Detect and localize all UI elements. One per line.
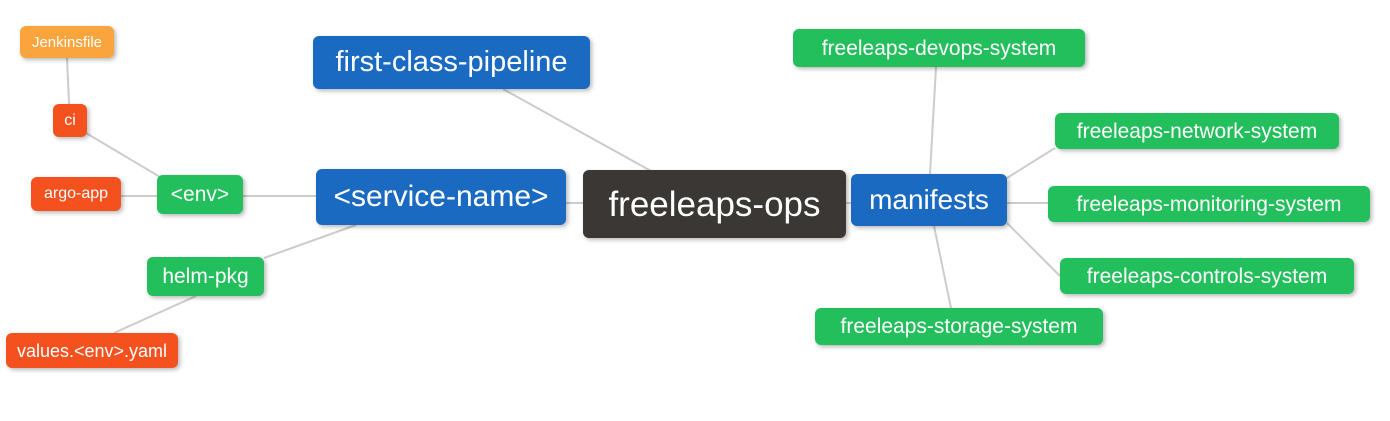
node-freeleaps-controls-system[interactable]: freeleaps-controls-system [1060, 258, 1354, 294]
node-jenkinsfile[interactable]: Jenkinsfile [20, 26, 114, 58]
node-env[interactable]: <env> [157, 175, 243, 214]
node-argo-app[interactable]: argo-app [31, 177, 121, 211]
node-ci[interactable]: ci [53, 104, 87, 137]
node-freeleaps-monitoring-system[interactable]: freeleaps-monitoring-system [1048, 186, 1370, 222]
node-service-name[interactable]: <service-name> [316, 169, 566, 225]
node-freeleaps-devops-system[interactable]: freeleaps-devops-system [793, 29, 1085, 67]
node-helm-pkg[interactable]: helm-pkg [147, 257, 264, 296]
node-freeleaps-storage-system[interactable]: freeleaps-storage-system [815, 308, 1103, 345]
node-freeleaps-network-system[interactable]: freeleaps-network-system [1055, 113, 1339, 149]
node-manifests[interactable]: manifests [851, 174, 1007, 226]
node-values-env-yaml[interactable]: values.<env>.yaml [6, 333, 178, 368]
node-freeleaps-ops[interactable]: freeleaps-ops [583, 170, 846, 238]
node-first-class-pipeline[interactable]: first-class-pipeline [313, 36, 590, 89]
